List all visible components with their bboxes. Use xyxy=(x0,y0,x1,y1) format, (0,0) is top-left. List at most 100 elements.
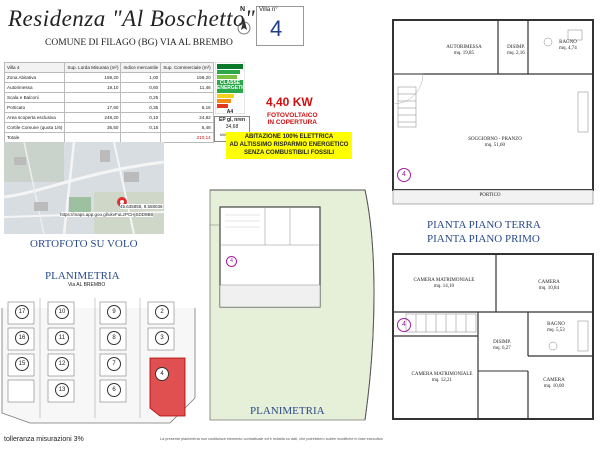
table-cell: 0,35 xyxy=(120,102,162,113)
table-cell: 1,00 xyxy=(120,72,162,83)
room-name: CAMERA xyxy=(543,378,565,383)
table-header-cell: Indice mercantile xyxy=(120,62,162,73)
satellite-map-image xyxy=(4,142,164,234)
room-area: mq. 12,21 xyxy=(431,378,453,383)
energy-class-chart-icon xyxy=(215,62,245,114)
table-total-row: Totale 210,14 xyxy=(3,132,214,143)
site-plan-drawing xyxy=(0,288,200,428)
planimetria-left-caption: PLANIMETRIA xyxy=(45,270,120,282)
table-cell: Cortile Comune (quota 1/6) xyxy=(3,122,66,133)
map-link[interactable]: https://maps.app.goo.gl/ukvFuLzPCHjSDD9B… xyxy=(60,212,154,217)
ground-floor-plan xyxy=(392,19,594,205)
room-label: AUTORIMESSA mq. 19,85 xyxy=(434,45,494,57)
ep-value: 34,68 xyxy=(225,124,239,130)
street-label: Via AL BREMBO xyxy=(68,282,106,288)
energy-note-banner: ABITAZIONE 100% ELETTRICA AD ALTISSIMO R… xyxy=(226,132,352,159)
room-label: SOGGIORNO - PRANZO mq. 51,60 xyxy=(455,137,535,149)
room-area: mq. 10,00 xyxy=(543,384,565,389)
energy-note-line: SENZA COMBUSTIBILI FOSSILI xyxy=(243,150,335,156)
table-total-value: 210,14 xyxy=(160,132,214,143)
room-name: SOGGIORNO - PRANZO xyxy=(468,137,522,142)
table-cell: 36,50 xyxy=(64,122,122,133)
table-row: Area scoperta esclusiva 248,20 0,10 24,8… xyxy=(3,112,214,123)
room-area: mq. 10,84 xyxy=(538,286,560,291)
ep-label: EP gl, nren xyxy=(218,117,246,123)
room-name: CAMERA MATRIMONIALE xyxy=(413,278,475,283)
villa-number-box xyxy=(256,6,304,46)
unit-tag: 4 xyxy=(397,168,411,182)
first-floor-plan xyxy=(392,253,594,420)
table-cell: Scala e Balconi xyxy=(3,92,66,103)
room-name: AUTORIMESSA xyxy=(446,45,482,50)
room-label: CAMERA MATRIMONIALE mq. 14,10 xyxy=(412,278,476,290)
pv-subtitle-line: IN COPERTURA xyxy=(267,119,318,126)
room-name: DISIMP. xyxy=(493,340,511,345)
table-cell: 0,15 xyxy=(120,122,162,133)
planimetria-center-caption: PLANIMETRIA xyxy=(250,405,325,417)
room-area: mq. 6,27 xyxy=(493,346,511,351)
villa-marker: 13 xyxy=(55,383,69,397)
table-cell: 6,16 xyxy=(160,102,214,113)
room-label: BAGNO mq. 4,74 xyxy=(548,40,588,52)
table-cell: 11,46 xyxy=(160,82,214,93)
table-cell: 0,60 xyxy=(120,82,162,93)
pv-subtitle-line: FOTOVOLTAICO xyxy=(267,112,318,119)
room-label: CAMERA mq. 10,84 xyxy=(527,280,571,292)
villa-marker: 3 xyxy=(155,331,169,345)
table-row: Scala e Balconi 0,25 xyxy=(3,92,214,103)
portico-label: PORTICO xyxy=(479,193,501,198)
table-cell: Autorimessa xyxy=(3,82,66,93)
table-cell: Zona Abitativa xyxy=(3,72,66,83)
tolerance-note: tolleranza misurazioni 3% xyxy=(4,436,84,443)
lot-tag: 4 xyxy=(226,256,237,267)
table-cell: 248,20 xyxy=(64,112,122,123)
table-header-row: Villa 4 Sup. Lorda Misurata (m²) Indice … xyxy=(3,62,214,73)
unit-tag: 4 xyxy=(397,318,411,332)
villa-marker: 10 xyxy=(55,305,69,319)
pv-subtitle: FOTOVOLTAICO IN COPERTURA xyxy=(267,112,318,126)
energy-class-badge: CLASSE ENERGETICA A4 xyxy=(215,62,250,115)
table-row: Cortile Comune (quota 1/6) 36,50 0,15 5,… xyxy=(3,122,214,133)
room-area: mq. 14,10 xyxy=(433,284,455,289)
pv-power: 4,40 KW xyxy=(266,95,313,109)
villa-marker: 9 xyxy=(107,305,121,319)
table-cell: 0,10 xyxy=(120,112,162,123)
room-label: DISIMP. mq. 2,16 xyxy=(502,45,530,57)
room-label: CAMERA MATRIMONIALE mq. 12,21 xyxy=(410,372,474,384)
disclaimer-text: La presente planimetria non costituisce … xyxy=(160,437,383,441)
table-cell: Porticato xyxy=(3,102,66,113)
energy-note-line: AD ALTISSIMO RISPARMIO ENERGETICO xyxy=(229,142,349,148)
table-cell: 19,10 xyxy=(64,82,122,93)
villa-marker: 16 xyxy=(15,331,29,345)
table-cell: 24,82 xyxy=(160,112,214,123)
ortofoto-map xyxy=(4,142,164,234)
table-cell xyxy=(64,132,122,143)
table-cell: Area scoperta esclusiva xyxy=(3,112,66,123)
room-area: mq. 2,16 xyxy=(507,51,525,56)
room-name: CAMERA MATRIMONIALE xyxy=(411,372,473,377)
energy-class-value: A4 xyxy=(226,109,234,115)
table-cell: 159,20 xyxy=(160,72,214,83)
villa-marker: 17 xyxy=(15,305,29,319)
first-floor-caption: PIANTA PIANO PRIMO xyxy=(427,233,540,245)
room-area: mq. 19,85 xyxy=(453,51,475,56)
table-cell xyxy=(64,92,122,103)
villa-marker: 6 xyxy=(107,383,121,397)
villa-marker: 2 xyxy=(155,305,169,319)
villa-marker: 7 xyxy=(107,357,121,371)
room-area: mq. 5,53 xyxy=(547,328,565,333)
room-name: DISIMP. xyxy=(507,45,525,50)
surface-table: Villa 4 Sup. Lorda Misurata (m²) Indice … xyxy=(3,62,214,143)
room-name: BAGNO xyxy=(559,40,577,45)
table-cell: Totale xyxy=(3,132,66,143)
project-subtitle: COMUNE DI FILAGO (BG) VIA AL BREMBO xyxy=(45,38,233,48)
room-name: BAGNO xyxy=(547,322,565,327)
room-label: CAMERA mq. 10,00 xyxy=(534,378,574,390)
room-label: BAGNO mq. 5,53 xyxy=(540,322,572,334)
compass-letter: N xyxy=(240,6,246,13)
table-header-cell: Sup. Lorda Misurata (m²) xyxy=(64,62,122,73)
table-cell: 159,20 xyxy=(64,72,122,83)
villa-label: Villa n° xyxy=(259,7,278,13)
energy-class-title: CLASSE ENERGETICA xyxy=(217,80,250,91)
table-row: Zona Abitativa 159,20 1,00 159,20 xyxy=(3,72,214,83)
